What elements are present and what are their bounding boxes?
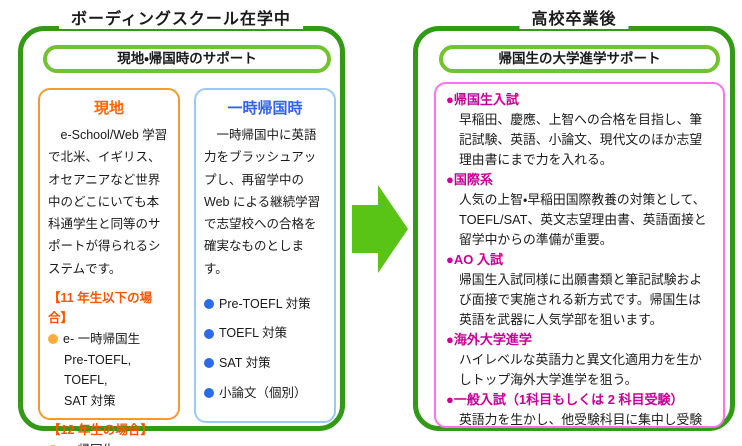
blue-bullet-icon — [204, 299, 214, 310]
list-subitem: Pre-TOEFL, TOEFL, — [64, 352, 132, 388]
list-item: TOEFL 対策 — [204, 323, 326, 344]
case-label-grade11: 【11 年生以下の場合】 — [48, 290, 153, 326]
local-support-box: 現地 e-School/Web 学習で北米、イギリス、オセアニアなど世界中のどこ… — [38, 88, 180, 446]
list-item: e- 一時帰国生 — [48, 329, 170, 350]
right-panel-subheader-pill: 帰国生の大学進学サポート — [439, 45, 720, 73]
section-body: 英語力を生かし、他受験科目に集中し受験 — [459, 412, 703, 428]
right-panel-after-graduation: 帰国生の大学進学サポート ●帰国生入試 早稲田、慶應、上智への合格を目指し、筆記… — [413, 26, 735, 431]
section-kikokusei-nyushi: ●帰国生入試 早稲田、慶應、上智への合格を目指し、筆記試験、英語、小論文、現代文… — [446, 90, 713, 170]
list-item-label: SAT 対策 — [219, 356, 271, 370]
arrow-tail — [352, 205, 380, 253]
arrow-head — [378, 185, 408, 273]
section-heading: ●一般入試（1科目もしくは 2 科目受験） — [446, 392, 684, 408]
local-box-paragraph: e-School/Web 学習で北米、イギリス、オセアニアなど世界中のどこにいて… — [48, 128, 168, 276]
list-item: Pre-TOEFL 対策 — [204, 294, 326, 315]
left-panel-subheader-pill: 現地・帰国時のサポート — [43, 45, 331, 73]
temporary-return-box: 一時帰国時 一時帰国中に英語力をブラッシュアップし、再留学中の Web による継… — [194, 88, 336, 423]
section-body: 早稲田、慶應、上智への合格を目指し、筆記試験、英語、小論文、現代文のほか志望理由… — [459, 112, 703, 168]
return-box-title: 一時帰国時 — [227, 100, 303, 117]
list-item-label: TOEFL 対策 — [219, 326, 288, 341]
list-item-label: e- 一時帰国生 — [63, 332, 141, 346]
list-item: e- 帰国生 — [48, 440, 170, 446]
list-item-label: 小論文（個別） — [219, 385, 307, 400]
section-ippan-nyushi: ●一般入試（1科目もしくは 2 科目受験） 英語力を生かし、他受験科目に集中し受… — [446, 390, 713, 430]
section-kokusaikei: ●国際系 人気の上智・早稲田国際教養の対策として、TOEFL/SAT、英文志望理… — [446, 170, 713, 250]
list-item-label: e- 帰国生 — [63, 440, 115, 446]
section-heading: ●国際系 — [446, 172, 493, 187]
list-item-label: Pre-TOEFL 対策 — [219, 296, 311, 311]
orange-bullet-icon — [48, 334, 58, 345]
section-body: ハイレベルな英語力と異文化適用力を生かしトップ海外大学進学を狙う。 — [459, 352, 702, 388]
case-label-grade12: 【12 年生の場合】 — [48, 422, 153, 437]
section-body: 帰国生入試同様に出願書類と筆記試験および面接で実施される新方式です。帰国生は英語… — [459, 272, 703, 328]
right-panel-title: 高校卒業後 — [519, 5, 629, 29]
blue-bullet-icon — [204, 387, 214, 398]
left-panel-boarding-school: 現地・帰国時のサポート 現地 e-School/Web 学習で北米、イギリス、オ… — [18, 26, 345, 446]
right-arrow-icon — [352, 185, 408, 273]
section-kaigai-daigaku: ●海外大学進学 ハイレベルな英語力と異文化適用力を生かしトップ海外大学進学を狙う… — [446, 330, 713, 390]
list-item: 小論文（個別） — [204, 383, 326, 404]
left-panel-title: ボーディングスクール在学中 — [59, 5, 303, 29]
local-box-title: 現地 — [93, 100, 124, 117]
university-support-box: ●帰国生入試 早稲田、慶應、上智への合格を目指し、筆記試験、英語、小論文、現代文… — [434, 82, 725, 428]
section-body: 人気の上智・早稲田国際教養の対策として、TOEFL/SAT、英文志望理由書、英語… — [459, 192, 707, 248]
section-heading: ●AO 入試 — [446, 252, 503, 267]
return-box-paragraph: 一時帰国中に英語力をブラッシュアップし、再留学中の Web による継続学習で志望… — [204, 128, 321, 276]
blue-bullet-icon — [204, 328, 214, 339]
blue-bullet-icon — [204, 358, 214, 369]
list-subitem: SAT 対策 — [64, 393, 116, 408]
section-heading: ●帰国生入試 — [446, 92, 519, 107]
section-heading: ●海外大学進学 — [446, 332, 532, 347]
list-item: SAT 対策 — [204, 353, 326, 374]
section-ao-nyushi: ●AO 入試 帰国生入試同様に出願書類と筆記試験および面接で実施される新方式です… — [446, 250, 713, 330]
